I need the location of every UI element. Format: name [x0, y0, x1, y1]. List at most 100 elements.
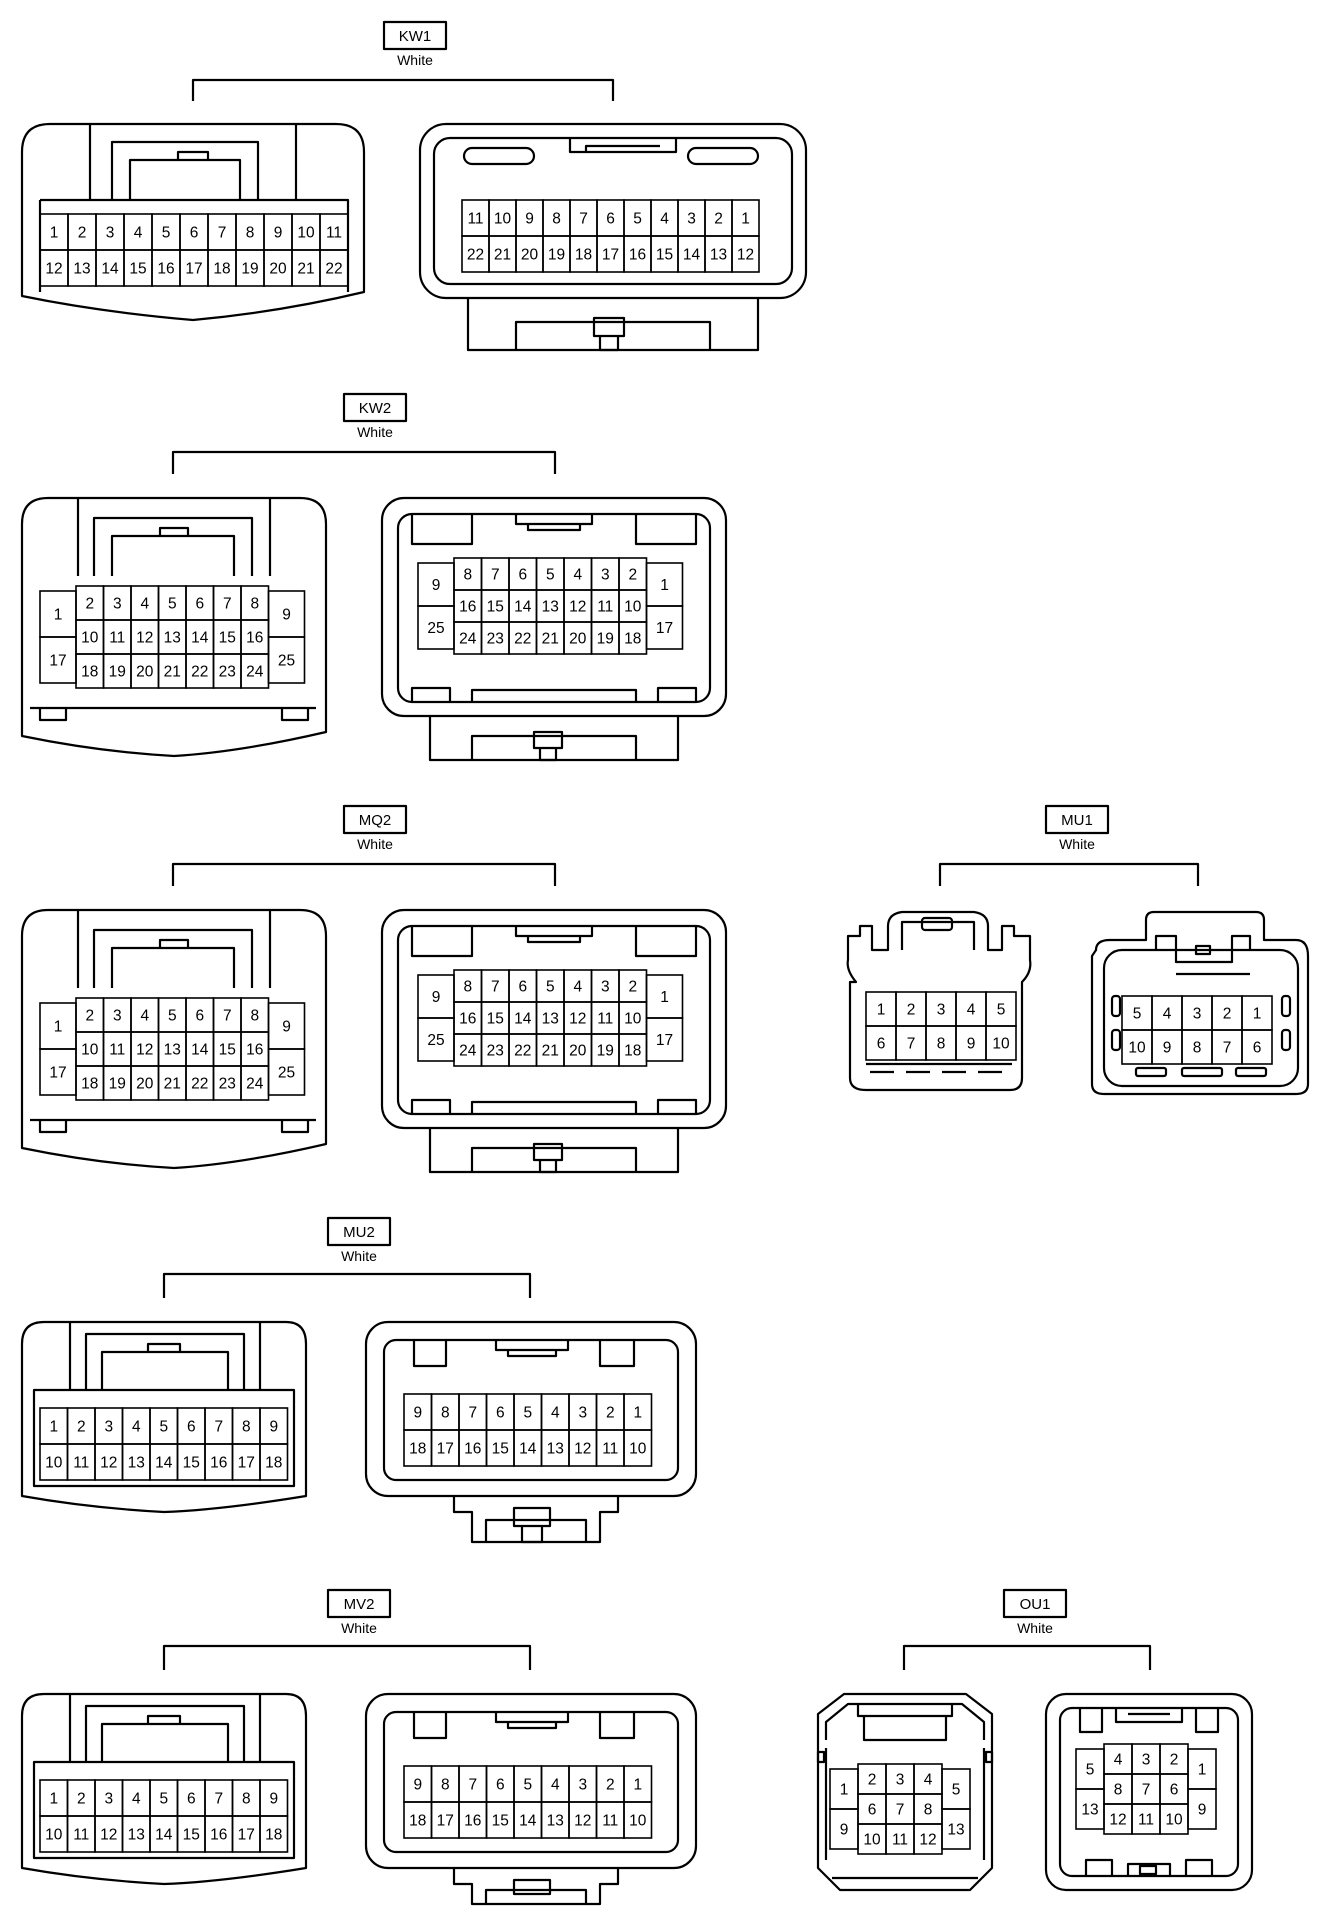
kw1-connector-color: White	[397, 52, 433, 68]
pin-cell: 3	[102, 585, 132, 621]
pin-number: 6	[496, 1777, 505, 1794]
pin-cell: 17	[430, 1429, 460, 1467]
pin-number: 4	[1114, 1752, 1123, 1769]
pin-cell: 2	[618, 969, 648, 1003]
pin-cell: 18	[618, 1033, 648, 1067]
pin-number: 9	[413, 1777, 422, 1794]
pin-cell: 11	[885, 1823, 915, 1855]
pin-cell: 8	[1181, 1029, 1213, 1065]
pin-cell: 15	[480, 589, 510, 623]
pin-cell: 7	[480, 557, 510, 591]
pin-cell-side: 1	[829, 1768, 859, 1810]
pin-number: 17	[238, 1827, 255, 1844]
pin-cell: 13	[157, 619, 187, 655]
pin-number: 11	[597, 1011, 613, 1028]
pin-number: 5	[546, 979, 555, 996]
pin-cell: 10	[1121, 1029, 1153, 1065]
pin-number: 16	[210, 1455, 227, 1472]
pin-number: 2	[907, 1002, 916, 1019]
pin-number: 2	[78, 225, 87, 242]
pin-number: 7	[1142, 1782, 1151, 1799]
pin-cell-side: 9	[1187, 1788, 1217, 1830]
kw2-connector-id: KW2	[359, 400, 392, 417]
pin-number: 6	[606, 211, 615, 228]
pin-cell: 21	[157, 1065, 187, 1101]
mu1-label-box	[1044, 804, 1110, 835]
pin-cell-side: 1	[645, 974, 684, 1019]
pin-number: 5	[168, 1008, 177, 1025]
pin-number: 1	[54, 607, 63, 624]
pin-cell: 4	[650, 199, 679, 237]
pin-number: 17	[656, 620, 673, 637]
pin-cell-side: 25	[267, 1048, 306, 1096]
pin-cell: 5	[985, 991, 1017, 1027]
pin-cell: 12	[39, 249, 69, 287]
pin-cell-side: 13	[1075, 1788, 1105, 1830]
pin-number: 11	[326, 225, 342, 242]
pin-number: 9	[269, 1419, 278, 1436]
mv2-connector-id: MV2	[344, 1596, 375, 1613]
pin-cell: 1	[731, 199, 760, 237]
pin-cell: 20	[130, 1065, 160, 1101]
pin-number: 16	[459, 1011, 476, 1028]
pin-number: 14	[683, 247, 701, 264]
pin-number: 3	[937, 1002, 946, 1019]
pin-number: 15	[492, 1813, 509, 1830]
pin-cell: 8	[231, 1407, 261, 1445]
pin-cell: 17	[430, 1801, 460, 1839]
pin-number: 9	[269, 1791, 278, 1808]
pin-cell: 15	[212, 1031, 242, 1067]
pin-cell: 20	[263, 249, 293, 287]
pin-cell: 8	[453, 969, 483, 1003]
pin-number: 8	[937, 1036, 946, 1053]
pin-number: 8	[463, 979, 472, 996]
pin-number: 10	[45, 1827, 63, 1844]
pin-cell: 2	[895, 991, 927, 1027]
pin-cell: 19	[590, 621, 620, 655]
kw1-component-view	[418, 122, 808, 352]
pin-number: 13	[1081, 1802, 1098, 1819]
pin-cell: 10	[618, 589, 648, 623]
pin-cell: 3	[925, 991, 957, 1027]
pin-cell: 3	[1181, 995, 1213, 1031]
pin-cell: 1	[39, 213, 69, 251]
pin-cell: 5	[1121, 995, 1153, 1031]
pin-cell: 21	[488, 235, 517, 273]
pin-number: 10	[629, 1441, 647, 1458]
ou1-component-view	[1044, 1692, 1254, 1892]
pin-cell: 15	[123, 249, 153, 287]
pin-number: 20	[569, 1043, 587, 1060]
mu2-harness-view	[20, 1320, 308, 1514]
pin-number: 7	[214, 1419, 223, 1436]
pin-cell: 7	[885, 1793, 915, 1825]
pin-cell: 19	[102, 1065, 132, 1101]
pin-number: 14	[155, 1455, 173, 1472]
pin-number: 7	[491, 979, 500, 996]
pin-cell: 14	[513, 1801, 543, 1839]
pin-cell: 13	[121, 1815, 151, 1853]
pin-number: 4	[551, 1777, 560, 1794]
pin-number: 8	[463, 567, 472, 584]
pin-cell: 9	[515, 199, 544, 237]
pin-cell: 6	[865, 1025, 897, 1061]
pin-cell: 7	[204, 1779, 234, 1817]
pin-number: 18	[265, 1455, 282, 1472]
pin-number: 19	[109, 1076, 126, 1093]
pin-cell: 16	[204, 1815, 234, 1853]
pin-cell: 20	[563, 621, 593, 655]
pin-cell: 6	[185, 585, 215, 621]
connector-mq2	[20, 804, 728, 1174]
mq2-connector-color: White	[357, 836, 393, 852]
pin-number: 1	[50, 225, 59, 242]
pin-cell: 22	[508, 1033, 538, 1067]
pin-cell: 7	[204, 1407, 234, 1445]
pin-cell: 22	[461, 235, 490, 273]
pin-number: 7	[1223, 1040, 1232, 1057]
pin-cell: 1	[865, 991, 897, 1027]
pin-cell: 23	[480, 621, 510, 655]
connector-mv2	[20, 1588, 698, 1906]
